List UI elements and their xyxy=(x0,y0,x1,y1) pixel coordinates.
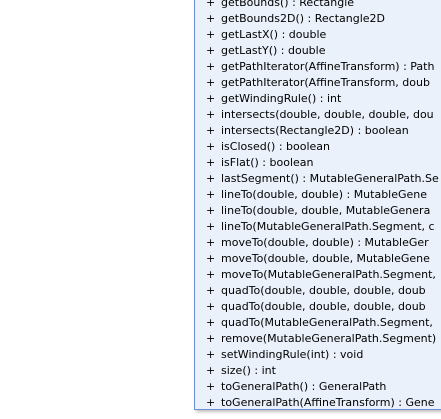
operation-item[interactable]: + lineTo(MutableGeneralPath.Segment, c xyxy=(206,219,439,235)
operation-item[interactable]: + toGeneralPath() : GeneralPath xyxy=(206,379,439,395)
operation-item[interactable]: + setWindingRule(int) : void xyxy=(206,347,439,363)
operation-signature: size() : int xyxy=(221,364,276,377)
operation-item[interactable]: + lineTo(double, double, MutableGenera xyxy=(206,203,439,219)
operations-list: + getBounds() : Rectangle + getBounds2D() … xyxy=(206,0,439,409)
operation-signature: quadTo(double, double, double, doub xyxy=(221,284,426,297)
operation-item[interactable]: + moveTo(double, double, MutableGene xyxy=(206,251,439,267)
operation-item[interactable]: + getLastX() : double xyxy=(206,27,439,43)
visibility-marker: + xyxy=(206,140,216,153)
operation-item[interactable]: + isClosed() : boolean xyxy=(206,139,439,155)
operation-signature: quadTo(double, double, double, doub xyxy=(221,300,426,313)
operation-item[interactable]: + getPathIterator(AffineTransform, doub xyxy=(206,75,439,91)
operation-signature: setWindingRule(int) : void xyxy=(221,348,364,361)
operation-item[interactable]: + moveTo(double, double) : MutableGer xyxy=(206,235,439,251)
visibility-marker: + xyxy=(206,44,216,57)
operation-signature: lineTo(MutableGeneralPath.Segment, c xyxy=(221,220,435,233)
visibility-marker: + xyxy=(206,60,216,73)
uml-class-box[interactable]: + getBounds() : Rectangle + getBounds2D() … xyxy=(194,0,441,410)
visibility-marker: + xyxy=(206,300,216,313)
operation-item[interactable]: + intersects(Rectangle2D) : boolean xyxy=(206,123,439,139)
operation-item[interactable]: + getWindingRule() : int xyxy=(206,91,439,107)
visibility-marker: + xyxy=(206,172,216,185)
operation-item[interactable]: + quadTo(double, double, double, doub xyxy=(206,299,439,315)
operation-item[interactable]: + intersects(double, double, double, dou xyxy=(206,107,439,123)
operation-item[interactable]: + lastSegment() : MutableGeneralPath.Se xyxy=(206,171,439,187)
visibility-marker: + xyxy=(206,332,216,345)
operation-item[interactable]: + quadTo(double, double, double, doub xyxy=(206,283,439,299)
visibility-marker: + xyxy=(206,28,216,41)
operation-signature: moveTo(double, double, MutableGene xyxy=(221,252,430,265)
operation-item[interactable]: + quadTo(MutableGeneralPath.Segment, xyxy=(206,315,439,331)
operation-item[interactable]: + isFlat() : boolean xyxy=(206,155,439,171)
operation-signature: isClosed() : boolean xyxy=(221,140,330,153)
visibility-marker: + xyxy=(206,12,216,25)
operation-signature: intersects(double, double, double, dou xyxy=(221,108,434,121)
visibility-marker: + xyxy=(206,252,216,265)
operation-signature: remove(MutableGeneralPath.Segment) xyxy=(221,332,437,345)
visibility-marker: + xyxy=(206,108,216,121)
operation-item[interactable]: + remove(MutableGeneralPath.Segment) xyxy=(206,331,439,347)
operation-item[interactable]: + getBounds2D() : Rectangle2D xyxy=(206,11,439,27)
operation-signature: toGeneralPath(AffineTransform) : Gene xyxy=(221,396,435,409)
visibility-marker: + xyxy=(206,76,216,89)
operation-signature: moveTo(MutableGeneralPath.Segment, xyxy=(221,268,436,281)
visibility-marker: + xyxy=(206,156,216,169)
operation-signature: isFlat() : boolean xyxy=(221,156,314,169)
operation-signature: getPathIterator(AffineTransform) : Path xyxy=(221,60,435,73)
operation-signature: lineTo(double, double) : MutableGene xyxy=(221,188,428,201)
visibility-marker: + xyxy=(206,92,216,105)
operation-signature: toGeneralPath() : GeneralPath xyxy=(221,380,387,393)
visibility-marker: + xyxy=(206,396,216,409)
visibility-marker: + xyxy=(206,348,216,361)
visibility-marker: + xyxy=(206,380,216,393)
operation-signature: getLastY() : double xyxy=(221,44,326,57)
operation-item[interactable]: + getLastY() : double xyxy=(206,43,439,59)
visibility-marker: + xyxy=(206,0,216,9)
operation-signature: moveTo(double, double) : MutableGer xyxy=(221,236,429,249)
operation-item[interactable]: + toGeneralPath(AffineTransform) : Gene xyxy=(206,395,439,409)
operation-signature: getPathIterator(AffineTransform, doub xyxy=(221,76,430,89)
operation-signature: lastSegment() : MutableGeneralPath.Se xyxy=(221,172,439,185)
visibility-marker: + xyxy=(206,220,216,233)
visibility-marker: + xyxy=(206,284,216,297)
operation-item[interactable]: + lineTo(double, double) : MutableGene xyxy=(206,187,439,203)
operation-signature: getBounds() : Rectangle xyxy=(221,0,355,9)
visibility-marker: + xyxy=(206,316,216,329)
operation-signature: quadTo(MutableGeneralPath.Segment, xyxy=(221,316,433,329)
operation-signature: intersects(Rectangle2D) : boolean xyxy=(221,124,409,137)
operation-signature: lineTo(double, double, MutableGenera xyxy=(221,204,431,217)
operation-item[interactable]: + moveTo(MutableGeneralPath.Segment, xyxy=(206,267,439,283)
operation-signature: getBounds2D() : Rectangle2D xyxy=(221,12,386,25)
visibility-marker: + xyxy=(206,204,216,217)
visibility-marker: + xyxy=(206,124,216,137)
operation-item[interactable]: + getBounds() : Rectangle xyxy=(206,0,439,11)
visibility-marker: + xyxy=(206,188,216,201)
operation-item[interactable]: + getPathIterator(AffineTransform) : Path xyxy=(206,59,439,75)
operation-signature: getLastX() : double xyxy=(221,28,327,41)
visibility-marker: + xyxy=(206,236,216,249)
operation-item[interactable]: + size() : int xyxy=(206,363,439,379)
visibility-marker: + xyxy=(206,268,216,281)
operation-signature: getWindingRule() : int xyxy=(221,92,342,105)
visibility-marker: + xyxy=(206,364,216,377)
